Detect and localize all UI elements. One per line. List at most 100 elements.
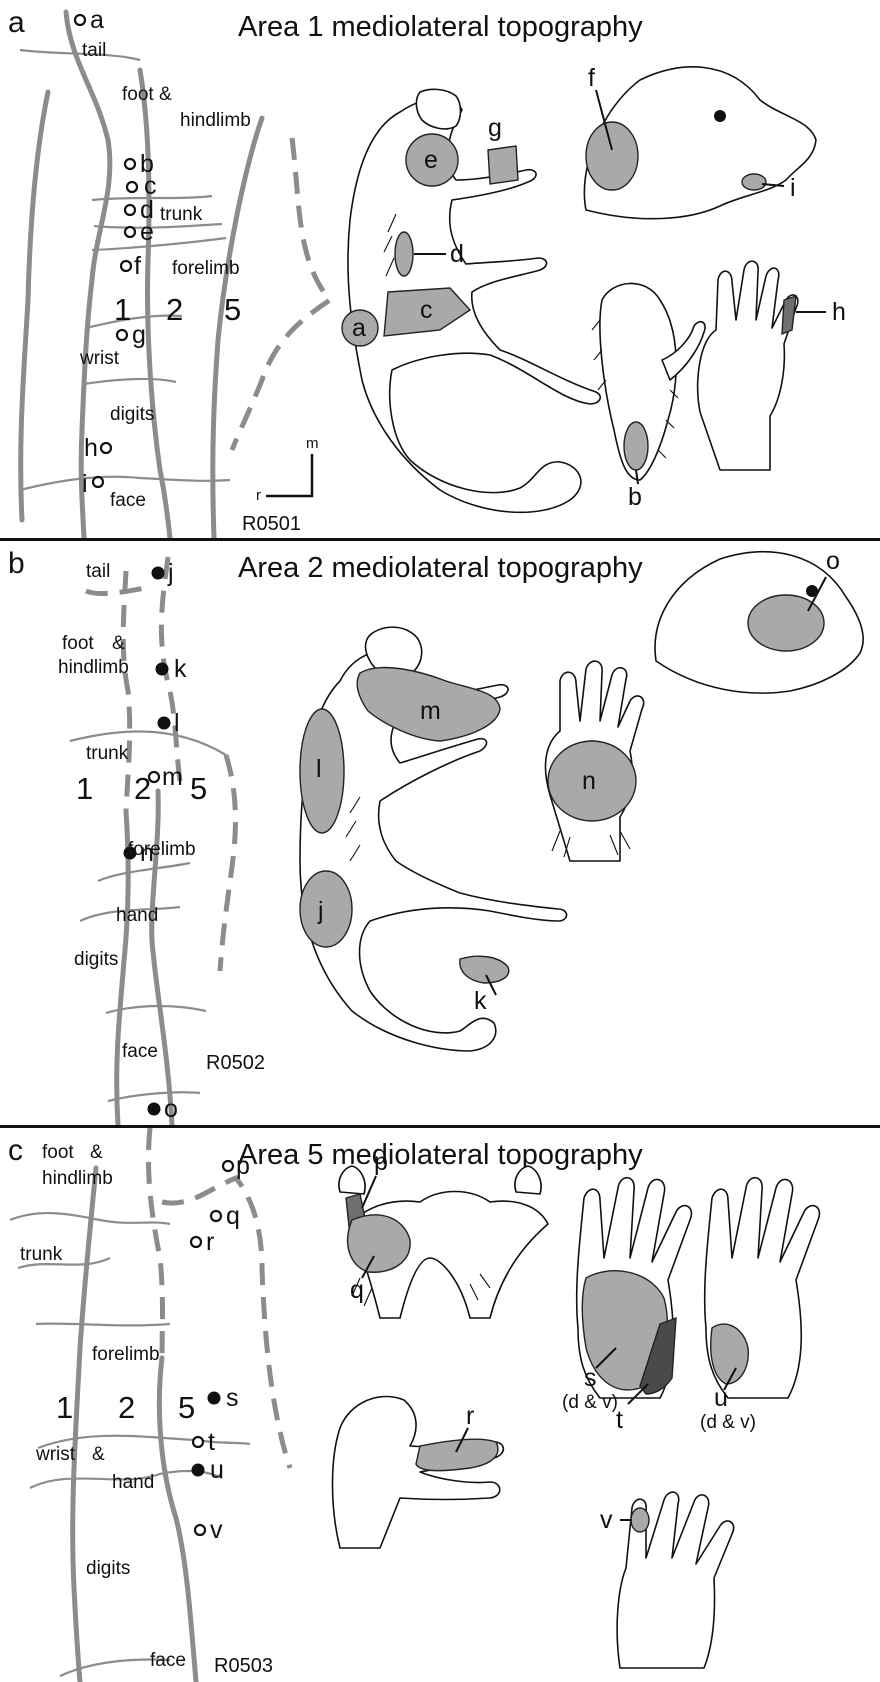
filled-circle-marker [158,717,170,729]
border [36,1324,170,1326]
area-label: 1 [114,292,131,327]
monkey-hand-drawing: u (d & v) [700,1178,819,1433]
monkey-face-drawing: f i [584,64,816,219]
region-label: digits [110,404,154,425]
figure-label: o [826,547,840,575]
site-label: v [210,1516,223,1544]
region-label: & [112,633,125,654]
site-label: p [236,1152,250,1180]
panel-title: Area 1 mediolateral topography [238,11,643,43]
dashed-boundary [123,571,129,811]
receptive-field-f [586,122,638,190]
area-label: 5 [224,292,241,327]
figure-label: m [420,697,441,725]
region-label: forelimb [172,258,240,279]
site-label: l [174,709,180,737]
figure-label: a [352,314,366,342]
site-label: j [167,559,174,587]
open-circle-marker [211,1211,221,1221]
figure-label: f [588,64,595,92]
figure-label: u [714,1384,728,1412]
region-label: hand [116,905,158,926]
area-label: 5 [190,771,207,806]
monkey-face-drawing: o [655,547,863,693]
receptive-field-b [624,422,648,470]
open-circle-marker [121,261,131,271]
region-label: trunk [20,1244,63,1265]
site-label: t [208,1428,215,1456]
site-label: u [210,1456,224,1484]
figure-label: p [374,1148,388,1176]
region-label: tail [82,40,106,61]
figure-label: e [424,146,438,174]
border [20,477,230,490]
figure-label: b [628,483,642,511]
region-label: & [90,1142,103,1163]
figure-label: t [616,1406,623,1434]
receptive-field-r [416,1439,498,1471]
area-label: 2 [118,1390,135,1425]
site-label: r [206,1228,214,1256]
monkey-hand-drawing: h [698,261,846,470]
open-circle-marker [117,330,127,340]
eye-icon [714,110,726,122]
border [92,238,226,250]
site-label: e [140,218,154,246]
monkey-hand-drawing: v [600,1492,734,1668]
receptive-field-j [300,871,352,947]
receptive-field-i [742,174,766,190]
upper-body-outline [333,1396,504,1548]
recording-id: R0502 [206,1052,265,1074]
panel-letter: c [8,1134,23,1167]
receptive-field-q [348,1215,410,1272]
figure-label: q [350,1276,364,1304]
panel-c: c Area 5 mediolateral topography foot & … [0,1128,880,1682]
region-label: face [110,490,146,511]
region-label: digits [74,949,118,970]
site-label: o [164,1095,178,1123]
figure-label: d [450,240,464,268]
central-sulcus-line [73,1168,96,1682]
hand-outline [698,261,798,470]
border [108,1092,200,1101]
site-label: q [226,1202,240,1230]
region-label: trunk [86,743,129,764]
figure-label: r [466,1402,474,1430]
filled-circle-marker [148,1103,160,1115]
figure-label: i [790,174,796,202]
figure-label: c [420,296,433,324]
monkey-hand-drawing: s (d & v) t [562,1178,691,1434]
axis-arrow [266,454,312,496]
receptive-field-g [488,146,518,184]
open-circle-marker [223,1161,233,1171]
region-label: forelimb [92,1344,160,1365]
open-circle-marker [93,477,103,487]
site-label: g [132,321,146,349]
open-circle-marker [125,159,135,169]
orientation-axis: m r [256,435,319,504]
area3b-border-line [21,92,48,520]
region-label: trunk [160,204,203,225]
receptive-field-d [395,232,413,276]
recording-id: R0503 [214,1655,273,1677]
area-label: 2 [166,292,183,327]
region-label: hand [112,1472,154,1493]
recording-id: R0501 [242,513,301,535]
site-label: a [90,6,104,34]
region-label: face [150,1650,186,1671]
figure-label: (d & v) [562,1392,618,1413]
figure-label: k [474,987,487,1015]
figure-label: s [584,1364,597,1392]
border [84,379,176,384]
open-circle-marker [195,1525,205,1535]
axis-m-label: m [306,435,319,452]
figure-label: g [488,114,502,142]
filled-circle-marker [152,567,164,579]
open-circle-marker [127,182,137,192]
site-label: n [140,839,154,867]
panel-letter: a [8,6,25,39]
receptive-field-l [300,709,344,833]
figure-label: (d & v) [700,1412,756,1433]
dashed-boundary [232,138,330,450]
panel-title: Area 2 mediolateral topography [238,552,643,584]
